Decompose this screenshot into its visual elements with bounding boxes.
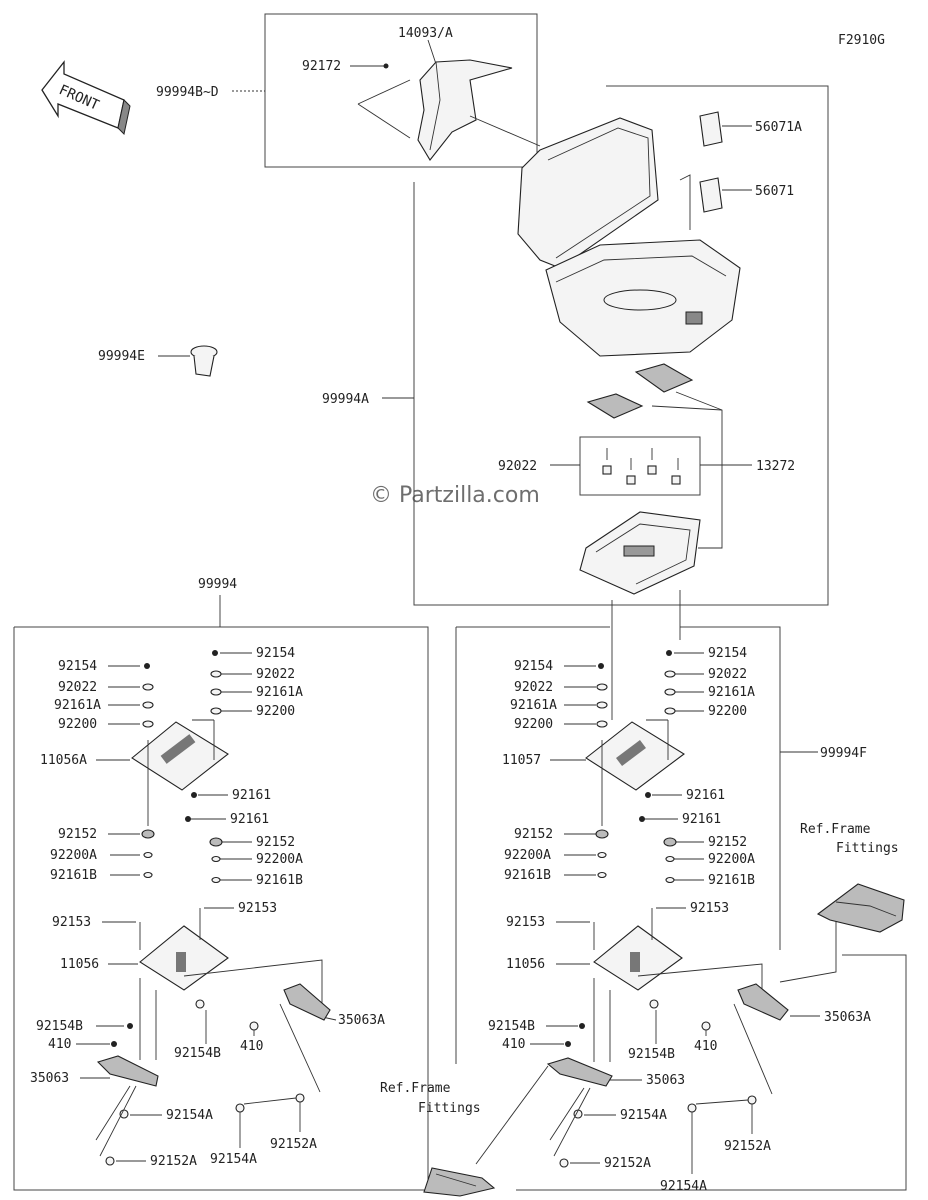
callout-label: 410 xyxy=(502,1037,525,1052)
right-hardware-labels: 92154 92022 92161A 92200 92154 92022 921… xyxy=(488,646,871,1194)
ref-frame-label-2: Ref.Frame xyxy=(380,1081,451,1096)
callout-label: 92152 xyxy=(708,835,747,850)
callout-label: 35063A xyxy=(338,1013,385,1028)
callout-label: 11056 xyxy=(60,957,99,972)
callout-label: 35063 xyxy=(646,1073,685,1088)
callout-label: 92152 xyxy=(256,835,295,850)
callout-label: 92022 xyxy=(708,667,747,682)
label-99994F: 99994F xyxy=(820,746,867,761)
callout-label: 92161B xyxy=(504,868,551,883)
callout-label: 92153 xyxy=(690,901,729,916)
callout-label: 92022 xyxy=(514,680,553,695)
callout-label: 92154B xyxy=(36,1019,83,1034)
callout-label: 92152 xyxy=(514,827,553,842)
callout-label: 92200 xyxy=(708,704,747,719)
fittings-label-2: Fittings xyxy=(418,1101,481,1116)
callout-label: 92154A xyxy=(166,1108,213,1123)
callout-label: 92154 xyxy=(256,646,295,661)
callout-label: 92161B xyxy=(50,868,97,883)
watermark: © Partzilla.com xyxy=(370,483,540,508)
callout-label: 92152 xyxy=(58,827,97,842)
callout-label: 92161A xyxy=(54,698,101,713)
callout-label: 92022 xyxy=(58,680,97,695)
rear-cover-part xyxy=(383,59,513,161)
callout-label: 92154B xyxy=(488,1019,535,1034)
callout-label: 410 xyxy=(48,1037,71,1052)
callout-label: 92152A xyxy=(270,1137,317,1152)
callout-label: 92154 xyxy=(514,659,553,674)
callout-label: 11056A xyxy=(40,753,87,768)
callout-label: 92154B xyxy=(628,1047,675,1062)
label-13272: 13272 xyxy=(756,459,795,474)
callout-label: 35063 xyxy=(30,1071,69,1086)
callout-label: 11056 xyxy=(506,957,545,972)
bolt-group-box xyxy=(579,436,701,496)
callout-label: 92200 xyxy=(58,717,97,732)
callout-label: 99994E xyxy=(98,349,145,364)
rubber-pads xyxy=(586,363,723,549)
callout-label: 92153 xyxy=(52,915,91,930)
callout-label: 56071 xyxy=(755,184,794,199)
callout-label: 410 xyxy=(240,1039,263,1054)
sticker-56071: 56071 xyxy=(679,174,794,230)
callout-label: 92161B xyxy=(256,873,303,888)
callout-label: 92161 xyxy=(230,812,269,827)
callout-label: 92161 xyxy=(686,788,725,803)
bolts-nuts-set xyxy=(602,448,681,485)
callout-label: 92154A xyxy=(620,1108,667,1123)
ref-frame-label-1: Ref.Frame xyxy=(800,822,871,837)
callout-label: 92200A xyxy=(708,852,755,867)
callout-label: 92161A xyxy=(510,698,557,713)
left-hardware-labels: 92154 92022 92161A 92200 92154 92022 921… xyxy=(30,646,385,1169)
callout-label: 92161 xyxy=(232,788,271,803)
label-92172: 92172 xyxy=(302,59,341,74)
callout-label: 92153 xyxy=(506,915,545,930)
fittings-label-1: Fittings xyxy=(836,841,899,856)
callout-label: 92152A xyxy=(604,1156,651,1171)
frame-fitting-left xyxy=(423,1167,496,1197)
label-14093A: 14093/A xyxy=(398,26,453,41)
callout-label: 92161 xyxy=(682,812,721,827)
callout-label: 56071A xyxy=(755,120,802,135)
sticker-56071A: 56071A xyxy=(699,111,802,147)
case-base-plate xyxy=(579,511,701,595)
callout-label: 410 xyxy=(694,1039,717,1054)
key-cylinder-99994E: 99994E xyxy=(98,345,218,377)
callout-label: 92161A xyxy=(708,685,755,700)
callout-label: 92154A xyxy=(660,1179,707,1194)
left-bracket-parts xyxy=(95,650,331,1166)
callout-label: 92200 xyxy=(256,704,295,719)
label-99994A: 99994A xyxy=(322,392,369,407)
callout-label: 92200A xyxy=(504,848,551,863)
callout-label: 92154B xyxy=(174,1046,221,1061)
label-99994: 99994 xyxy=(198,577,237,592)
callout-label: 92154A xyxy=(210,1152,257,1167)
callout-label: 92200A xyxy=(256,852,303,867)
label-99994B-D: 99994B~D xyxy=(156,85,219,100)
callout-label: 92200A xyxy=(50,848,97,863)
callout-label: 92200 xyxy=(514,717,553,732)
callout-label: 92154 xyxy=(708,646,747,661)
callout-label: 92161A xyxy=(256,685,303,700)
callout-label: 92153 xyxy=(238,901,277,916)
right-group-box xyxy=(455,626,907,1191)
callout-label: 92152A xyxy=(724,1139,771,1154)
frame-fitting-right xyxy=(816,883,905,933)
front-arrow-icon: FRONT xyxy=(41,60,131,136)
callout-label: 92152A xyxy=(150,1154,197,1169)
callout-label: 35063A xyxy=(824,1010,871,1025)
diagram-code: F2910G xyxy=(838,33,885,48)
callout-label: 11057 xyxy=(502,753,541,768)
callout-label: 92154 xyxy=(58,659,97,674)
callout-label: 92022 xyxy=(256,667,295,682)
case-group-box xyxy=(413,85,829,606)
top-case-part xyxy=(517,117,741,357)
callout-label: 92161B xyxy=(708,873,755,888)
right-bracket-parts xyxy=(475,650,837,1168)
cover-group-box xyxy=(264,13,538,168)
label-92022-box: 92022 xyxy=(498,459,537,474)
